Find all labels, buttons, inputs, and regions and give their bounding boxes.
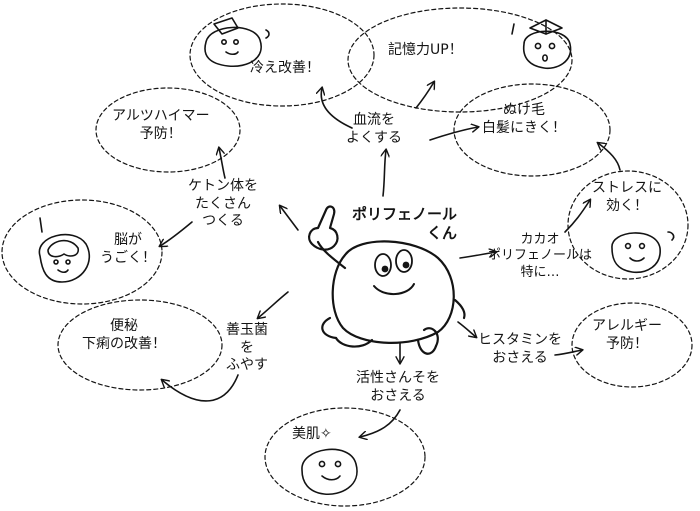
- node-zendama-line3: ふやす: [226, 357, 268, 373]
- node-cacao-line1: カカオ: [520, 232, 560, 247]
- arrow-center-to-cacao: [459, 252, 496, 259]
- node-nou: 脳が うごく！: [100, 232, 156, 267]
- arrow-zendama-to-benpi: [162, 374, 239, 402]
- node-kioku: 記憶力UP！: [388, 42, 463, 60]
- arrow-center-to-histamine: [457, 321, 476, 337]
- arrow-kekkou-to-kioku: [415, 82, 434, 109]
- node-cacao: カカオ ポリフェノールは 特に…: [488, 232, 592, 281]
- node-alzheimer: アルツハイマー 予防！: [112, 108, 210, 143]
- cloud-alzheimer: [95, 87, 241, 173]
- node-nou-line1: 脳が: [114, 232, 142, 248]
- node-allergy-line1: アレルギー: [592, 318, 662, 334]
- reading-face-icon: [511, 19, 572, 70]
- arrow-keton-to-alz: [219, 148, 226, 179]
- node-kassei-line1: 活性さんそを: [356, 370, 440, 386]
- relaxed-face-icon: [611, 231, 675, 274]
- node-histamine: ヒスタミンを おさえる: [478, 332, 562, 367]
- arrow-keton-to-nou: [160, 221, 193, 246]
- arrow-center-to-kekkou: [383, 150, 386, 197]
- node-kekkou-line2: よくする: [346, 129, 402, 146]
- arrow-histamine-to-allergy: [554, 350, 582, 356]
- arrow-stress-to-nukege: [598, 143, 621, 171]
- node-keton-line1: ケトン体を: [188, 178, 258, 194]
- cloud-bihada: [264, 407, 426, 507]
- node-kekkou: 血流を よくする: [346, 112, 402, 147]
- node-alzheimer-line2: 予防！: [139, 125, 182, 142]
- node-stress-line1: ストレスに: [592, 180, 662, 196]
- cloud-nukege: [453, 83, 611, 177]
- arrow-cacao-to-stress: [564, 200, 590, 233]
- node-histamine-line2: おさえる: [492, 349, 548, 366]
- node-hiekaizen-text: 冷え改善！: [250, 60, 320, 76]
- node-keton-line2: たくさん: [195, 195, 251, 212]
- brain-face-icon: [38, 217, 91, 283]
- node-stress-line2: 効く！: [606, 197, 648, 214]
- arrow-kekkou-to-nukege: [429, 127, 478, 141]
- node-cacao-line2: ポリフェノールは: [488, 248, 593, 264]
- node-benpi: 便秘 下痢の改善！: [82, 318, 166, 353]
- node-bihada-text: 美肌✧: [292, 426, 332, 442]
- cloud-benpi: [57, 299, 223, 391]
- node-histamine-line1: ヒスタミンを: [478, 332, 562, 348]
- node-kioku-text: 記憶力UP！: [388, 42, 463, 58]
- node-zendama-line1: 善玉菌: [226, 322, 268, 338]
- node-nukege-line1: ぬけ毛: [503, 102, 545, 118]
- arrow-center-to-zendama: [258, 291, 289, 318]
- smiling-face-icon: [301, 448, 358, 495]
- center-name: ポリフェノール くん: [352, 205, 457, 243]
- node-zendama-line2: を: [240, 339, 254, 356]
- node-benpi-line1: 便秘: [110, 318, 138, 334]
- cold-face-icon: [204, 17, 270, 67]
- node-zendama: 善玉菌 を ふやす: [226, 322, 268, 375]
- arrow-kassei-to-bihada: [360, 409, 401, 437]
- node-kassei: 活性さんそを おさえる: [356, 370, 440, 405]
- node-stress: ストレスに 効く！: [592, 180, 662, 215]
- cloud-hiekaizen: [189, 3, 375, 107]
- node-alzheimer-line1: アルツハイマー: [112, 108, 210, 124]
- node-cacao-line3: 特に…: [520, 264, 560, 280]
- node-benpi-line2: 下痢の改善！: [82, 335, 166, 352]
- node-bihada: 美肌✧: [292, 426, 332, 444]
- node-keton: ケトン体を たくさん つくる: [188, 178, 258, 231]
- node-nukege: ぬけ毛 白髪にきく！: [482, 102, 566, 137]
- node-keton-line3: つくる: [202, 213, 244, 229]
- arrow-kekkou-to-hie: [321, 88, 353, 129]
- arrow-center-to-keton: [280, 206, 299, 231]
- cloud-nou: [1, 199, 163, 305]
- node-nou-line2: うごく！: [100, 249, 156, 266]
- node-nukege-line2: 白髪にきく！: [482, 119, 566, 136]
- node-hiekaizen: 冷え改善！: [250, 60, 320, 78]
- cloud-stress: [567, 170, 689, 280]
- node-kekkou-line1: 血流を: [353, 112, 395, 128]
- node-allergy-line2: 予防！: [606, 335, 648, 352]
- node-allergy: アレルギー 予防！: [592, 318, 662, 353]
- node-kassei-line2: おさえる: [370, 387, 426, 404]
- center-name-line1: ポリフェノール: [352, 205, 458, 223]
- center-name-line2: くん: [427, 223, 458, 242]
- cloud-allergy: [571, 302, 693, 388]
